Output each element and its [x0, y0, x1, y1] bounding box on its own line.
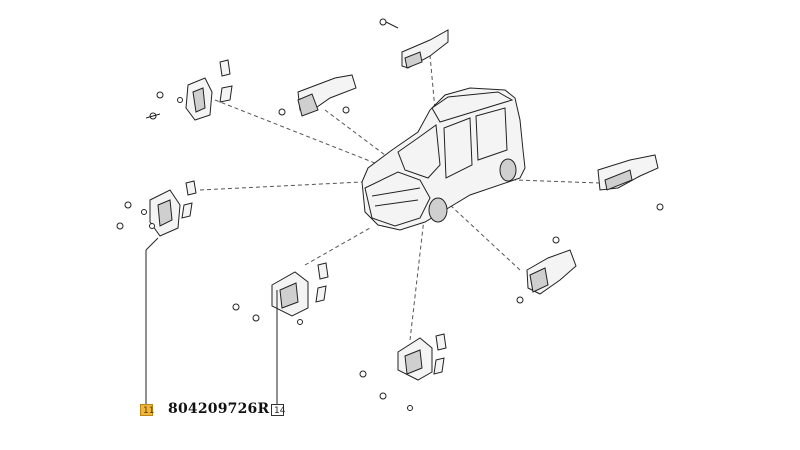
leader-line: [199, 181, 363, 191]
leader-line: [514, 179, 601, 184]
bracket-icon: [379, 18, 449, 69]
callout-label-11: 11: [140, 404, 154, 416]
callout-line-11: [145, 237, 159, 251]
van-icon: [361, 87, 526, 231]
leader-line: [409, 209, 426, 341]
door-hinge-icon: [185, 59, 233, 121]
callout-label-14: 14: [271, 404, 285, 416]
bolt-icon: [145, 91, 183, 120]
leader-line: [324, 109, 386, 156]
leader-line: [304, 227, 371, 266]
bracket-icon: [597, 154, 664, 211]
leader-line: [449, 204, 521, 271]
door-hinge-icon: [359, 333, 447, 411]
leader-line: [214, 99, 381, 166]
door-hinge-icon: [116, 180, 197, 237]
bracket-icon: [278, 74, 357, 117]
bracket-icon: [516, 236, 577, 304]
leader-line: [429, 54, 436, 111]
part-number-label: 804209726R: [168, 401, 270, 417]
leader-lines: [199, 54, 601, 341]
door-hinge-icon: [232, 262, 329, 325]
